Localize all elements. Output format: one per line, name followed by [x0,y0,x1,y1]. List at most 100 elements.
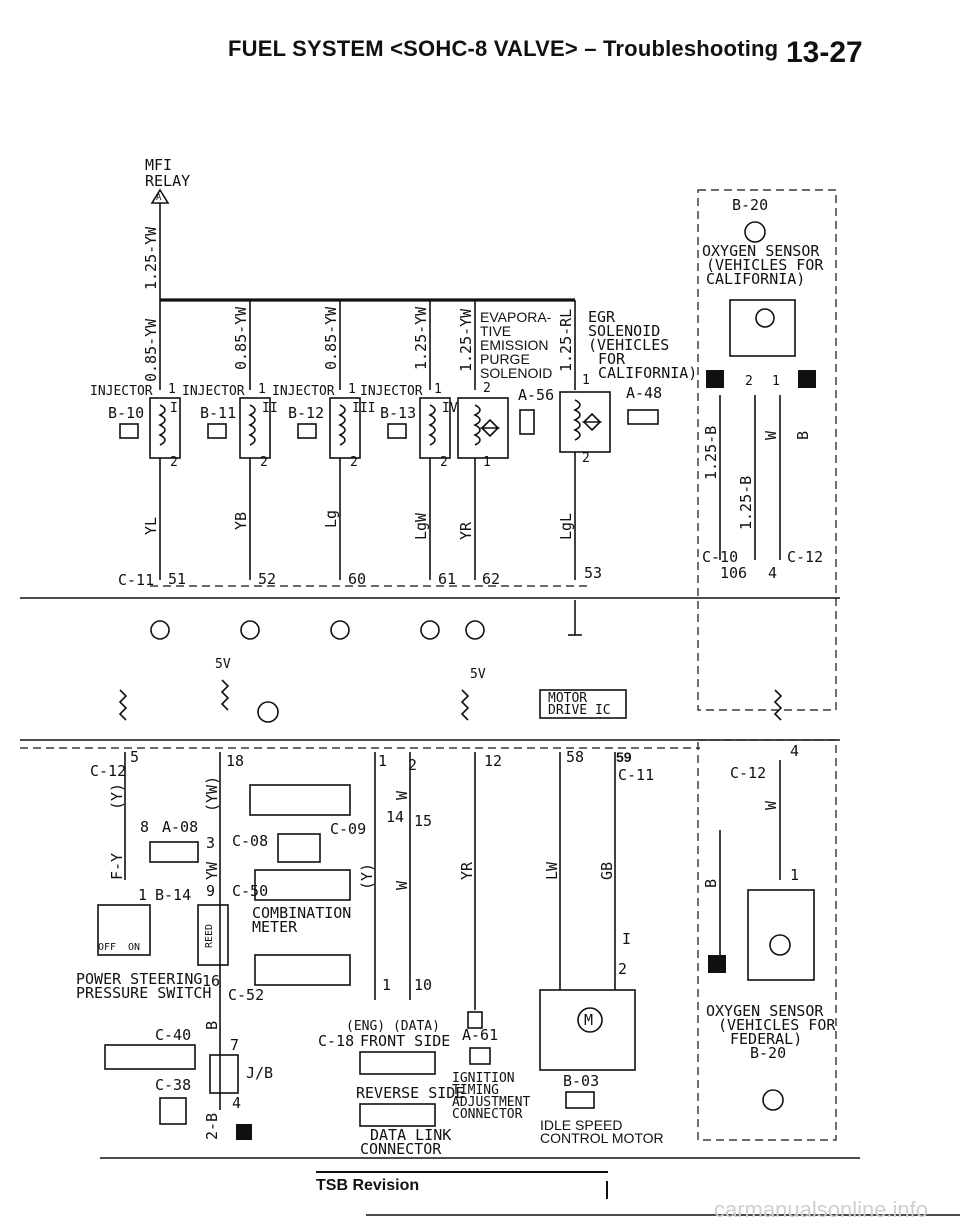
connector-c50-grid [254,869,351,901]
label-evap-name-2: EMISSION [480,337,548,353]
label-egr-name-1: SOLENOID [588,322,660,340]
rect-shape [149,397,181,459]
label-wires-yr2: YR [458,861,476,880]
label-lower-jb: J/B [246,1064,273,1082]
label-lower-combo-1: METER [252,918,298,936]
relay-label-2: RELAY [145,172,190,190]
label-injectors-0-ecu: 51 [168,570,186,588]
label-lower-c40: C-40 [155,1026,191,1044]
label-o2_top-conn: B-20 [732,196,768,214]
label-lower-p2: 2 [408,756,417,774]
label-o2_bot-name-0: OXYGEN SENSOR [706,1002,824,1020]
label-injectors-0-num: 1 [168,382,176,397]
rect-shape [697,189,837,711]
label-lower-c11: C-11 [618,766,654,784]
label-o2_top-c10: C-10 [702,548,738,566]
label-wires-b125a: 1.25-B [702,426,720,480]
label-egr-name-3: FOR [598,350,626,368]
injector-1: INJECTOR 1 B-10 I 2 YL [90,382,181,580]
rect-shape [387,423,407,439]
label-wires-yr: YR [457,521,475,540]
label-wires-lw: LW [543,861,561,880]
label-egr-name-2: (VEHICLES [588,336,669,354]
label-lower-p8: 8 [140,818,149,836]
label-lower-p3: 3 [206,834,215,852]
label-o2_top-p4: 4 [768,564,777,582]
label-lower-front: FRONT SIDE [360,1032,450,1050]
power-steering-switch [97,904,151,956]
label-injectors-3-ecu: 61 [438,570,456,588]
label-lower-p7: 7 [230,1036,239,1054]
connector-a08 [149,841,199,863]
label-lower-c09: C-09 [330,820,366,838]
shield-icon-2 [798,370,816,388]
label-lower-p18: 18 [226,752,244,770]
rect-shape [119,423,139,439]
rect-shape [697,739,837,1141]
label-injectors-3-p2: 2 [440,455,448,470]
circle-shape [150,620,170,640]
egr-solenoid: EGR SOLENOID (VEHICLES FOR CALIFORNIA) 1… [557,308,697,580]
label-lower-dlc-0: DATA LINK [370,1126,451,1144]
circle-shape [420,620,440,640]
label-wires-w: W [393,790,411,800]
o2-sensor-california: B-20 OXYGEN SENSOR (VEHICLES FOR CALIFOR… [697,189,837,711]
wire-b3: 0.85-YW [322,306,340,370]
label-injectors-0-pin: I [170,401,178,416]
label-lower-p4b: 4 [232,1094,241,1112]
ecu-conn-c11: C-11 [118,571,154,589]
label-o2_bot-name-1: (VEHICLES FOR [718,1016,836,1034]
label-lower-ps-1: PRESSURE SWITCH [76,984,211,1002]
label-wires-b2b: 2-B [203,1113,221,1140]
label-lower-ign-1: TIMING [452,1083,499,1098]
injector-4: INJECTOR 1 B-13 IV 2 LgW [360,382,458,580]
page-number: 13-27 [786,36,863,69]
label-wires-b: B [794,431,812,440]
label-lower-v5a: 5V [215,657,231,672]
label-o2_top-name-1: (VEHICLES FOR [706,256,824,274]
o2-sensor-federal: 4 C-12 W B 1 OXYGEN SENSOR (VEHICLES FOR… [697,739,837,1141]
label-lower-dlc-1: CONNECTOR [360,1140,442,1158]
label-injectors-0-p2: 2 [170,455,178,470]
rect-shape [747,889,815,981]
transistor-icon [257,701,279,723]
label-injectors-3-pin: IV [442,401,458,416]
rect-shape [297,423,317,439]
label-injectors-2-conn: B-12 [288,404,324,422]
label-lower-m: M [584,1011,593,1029]
label-evap-name-0: EVAPORA- [480,309,552,325]
label-o2_bot-conn: B-20 [750,1044,786,1062]
path-shape [158,404,166,446]
circle-shape [240,620,260,640]
dlc-front-grid [359,1051,436,1075]
motor-drive-ic [539,689,627,719]
label-wires-fy: F-Y [108,853,126,880]
label-injectors-1-conn: B-11 [200,404,236,422]
wire-b2: 0.85-YW [232,306,250,370]
label-lower-b03: B-03 [563,1072,599,1090]
label-wires-b3: B [702,879,720,888]
wire-b5: 1.25-YW [457,308,475,372]
connector-c52-grid [254,954,351,986]
evap-purge-solenoid: EVAPORA- TIVE EMISSION PURGE SOLENOID 2 … [457,309,554,580]
label-o2_bot-p4: 4 [790,742,799,760]
label-o2_top-p106: 106 [720,564,747,582]
label-injectors-0-label: INJECTOR [90,384,153,399]
label-egr-name-0: EGR [588,308,616,326]
label-injectors-2-p2: 2 [350,455,358,470]
label-evap-p1: 2 [483,381,491,396]
connector-b03 [565,1091,595,1109]
label-lower-isc-0: IDLE SPEED [540,1117,622,1133]
reed-switch [197,904,229,966]
label-lower-c52: C-52 [228,986,264,1004]
label-injectors-1-pin: II [262,401,278,416]
path-shape [473,404,481,446]
label-lower-c12: C-12 [90,762,126,780]
label-lower-motor_ic-0: MOTOR [548,691,587,706]
label-lower-isc-1: CONTROL MOTOR [540,1130,664,1146]
rect-shape [419,397,451,459]
label-lower-motor_ic-1: DRIVE IC [548,703,611,718]
label-lower-p5: 5 [130,748,139,766]
injector-2: INJECTOR 1 B-11 II 2 YB [182,382,278,580]
